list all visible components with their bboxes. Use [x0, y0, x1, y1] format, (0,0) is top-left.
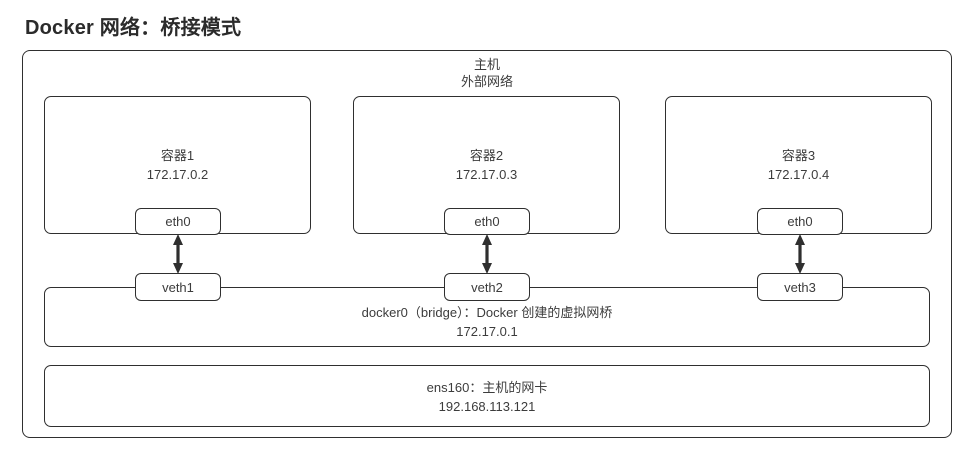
double-arrow-icon-3	[793, 234, 807, 274]
eth0-box-2: eth0	[444, 208, 530, 235]
double-arrow-icon-1	[171, 234, 185, 274]
veth-box-2: veth2	[444, 273, 530, 301]
ens160-ip: 192.168.113.121	[438, 399, 536, 414]
container-ip-2: 172.17.0.3	[455, 167, 518, 182]
eth0-box-3: eth0	[757, 208, 843, 235]
double-arrow-icon-2	[480, 234, 494, 274]
veth-box-1: veth1	[135, 273, 221, 301]
container-name-1: 容器1	[160, 148, 195, 163]
docker0-bridge-label: docker0（bridge）：Docker 创建的虚拟网桥 172.17.0.…	[44, 303, 930, 341]
container-name-2: 容器2	[469, 148, 504, 163]
container-ip-3: 172.17.0.4	[767, 167, 830, 182]
container-ip-1: 172.17.0.2	[146, 167, 209, 182]
veth-box-3: veth3	[757, 273, 843, 301]
ens160-nic-label: ens160：主机的网卡 192.168.113.121	[44, 378, 930, 416]
container-label-1: 容器1 172.17.0.2	[44, 146, 311, 184]
ens160-nic-box	[44, 365, 930, 427]
docker0-ip: 172.17.0.1	[456, 324, 518, 339]
eth0-box-1: eth0	[135, 208, 221, 235]
docker0-description: docker0（bridge）：Docker 创建的虚拟网桥	[361, 305, 613, 320]
ens160-description: ens160：主机的网卡	[426, 380, 548, 395]
container-label-2: 容器2 172.17.0.3	[353, 146, 620, 184]
page-title: Docker 网络：桥接模式	[25, 17, 242, 39]
container-name-3: 容器3	[781, 148, 816, 163]
container-label-3: 容器3 172.17.0.4	[665, 146, 932, 184]
